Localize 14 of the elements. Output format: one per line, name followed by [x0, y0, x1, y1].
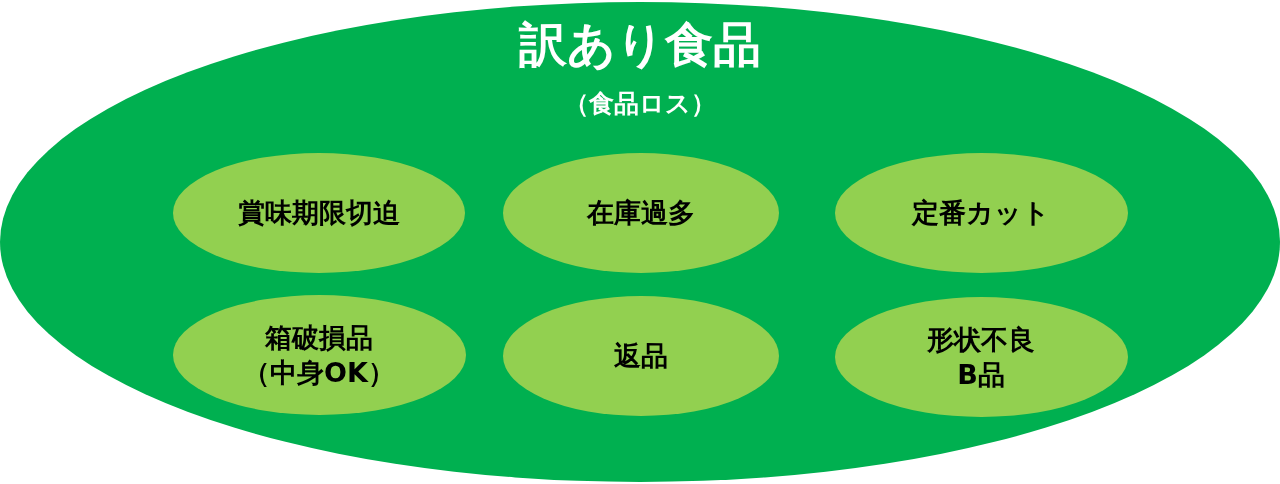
item-label: 返品 [614, 339, 668, 374]
item-ellipse [503, 296, 779, 416]
item-label: 定番カット [912, 196, 1050, 231]
item-ellipse [173, 153, 465, 273]
item-label: 賞味期限切迫 [238, 196, 400, 231]
item-ellipse [172, 295, 466, 415]
subtitle: （食品ロス） [564, 87, 716, 120]
item-label: 箱破損品（中身OK） [242, 320, 396, 390]
item-ellipse [503, 153, 779, 273]
item-ellipse [834, 153, 1128, 273]
title: 訳あり食品 [519, 15, 761, 74]
item-label: 形状不良B品 [926, 322, 1036, 392]
item-ellipse [834, 297, 1128, 417]
item-label: 在庫過多 [587, 196, 695, 231]
